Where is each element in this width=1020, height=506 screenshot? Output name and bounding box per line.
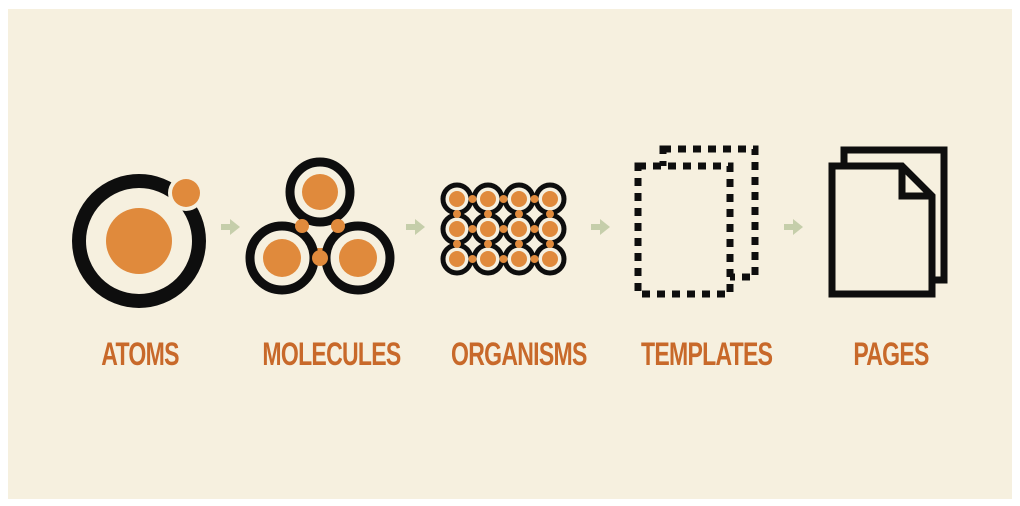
atom-icon <box>72 174 206 308</box>
arrow-icon <box>591 219 610 235</box>
organisms-label: ORGANISMS <box>451 336 587 372</box>
template-icon <box>634 145 759 298</box>
organism-icon <box>440 182 567 276</box>
arrow-icon <box>406 219 425 235</box>
diagram-canvas: ATOMS MOLECULES ORGANISMS TEMPLATES PAGE… <box>8 9 1012 499</box>
templates-label: TEMPLATES <box>641 336 773 372</box>
arrow-icon <box>784 219 803 235</box>
atoms-label: ATOMS <box>101 336 179 372</box>
molecules-label: MOLECULES <box>262 336 401 372</box>
pages-label: PAGES <box>853 336 929 372</box>
pages-icon <box>828 146 948 298</box>
arrow-icon <box>221 219 240 235</box>
molecule-icon <box>245 157 395 295</box>
